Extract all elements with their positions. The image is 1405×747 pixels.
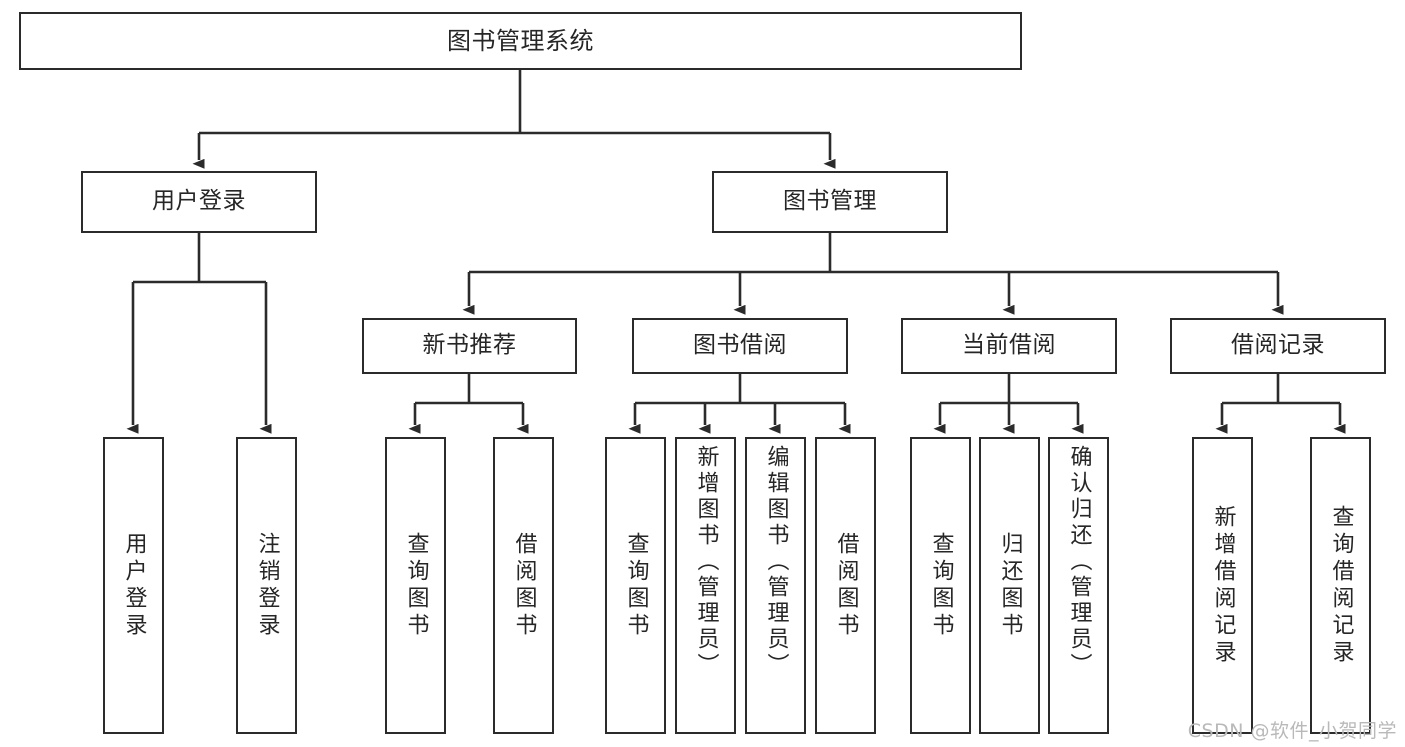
node-label: 查询图书 <box>623 531 649 640</box>
node-label: 图书管理系统 <box>447 26 594 55</box>
leaf-newbook-query-book[interactable]: 查询图书 <box>385 437 446 734</box>
node-user-login[interactable]: 用户登录 <box>81 171 317 233</box>
leaf-borrow-edit-book-admin[interactable]: 编辑图书（管理员） <box>745 437 806 734</box>
leaf-logout[interactable]: 注销登录 <box>236 437 297 734</box>
leaf-user-login[interactable]: 用户登录 <box>103 437 164 734</box>
leaf-borrow-add-book-admin[interactable]: 新增图书（管理员） <box>675 437 736 734</box>
leaf-borrow-borrow-book[interactable]: 借阅图书 <box>815 437 876 734</box>
node-new-book-recommend[interactable]: 新书推荐 <box>362 318 577 374</box>
csdn-watermark: CSDN @软件_小贺同学 <box>1187 720 1397 742</box>
leaf-record-add-record[interactable]: 新增借阅记录 <box>1192 437 1253 734</box>
leaf-current-query-book[interactable]: 查询图书 <box>910 437 971 734</box>
node-book-management-system[interactable]: 图书管理系统 <box>19 12 1022 70</box>
node-label: 当前借阅 <box>962 332 1056 359</box>
node-label: 查询借阅记录 <box>1328 504 1354 667</box>
node-label: 借阅记录 <box>1231 332 1325 359</box>
leaf-current-confirm-return-admin[interactable]: 确认归还（管理员） <box>1048 437 1109 734</box>
leaf-record-query-record[interactable]: 查询借阅记录 <box>1310 437 1371 734</box>
node-label: 用户登录 <box>152 188 246 215</box>
node-label: 用户登录 <box>121 531 147 640</box>
node-label: 新增借阅记录 <box>1210 504 1236 667</box>
node-label: 确认归还（管理员） <box>1066 445 1092 679</box>
node-label: 借阅图书 <box>833 531 859 640</box>
node-current-borrow[interactable]: 当前借阅 <box>901 318 1117 374</box>
node-label: 新增图书（管理员） <box>693 445 719 679</box>
node-borrow-record[interactable]: 借阅记录 <box>1170 318 1386 374</box>
node-label: 编辑图书（管理员） <box>763 445 789 679</box>
node-label: 新书推荐 <box>422 332 517 359</box>
node-label: 图书管理 <box>783 188 877 215</box>
node-label: 查询图书 <box>928 531 954 640</box>
node-label: 借阅图书 <box>511 531 537 640</box>
node-label: 图书借阅 <box>693 332 787 359</box>
node-label: 查询图书 <box>403 531 429 640</box>
leaf-current-return-book[interactable]: 归还图书 <box>979 437 1040 734</box>
node-book-borrow[interactable]: 图书借阅 <box>632 318 848 374</box>
node-label: 注销登录 <box>254 531 280 640</box>
node-label: 归还图书 <box>997 531 1023 640</box>
leaf-borrow-query-book[interactable]: 查询图书 <box>605 437 666 734</box>
node-book-management[interactable]: 图书管理 <box>712 171 948 233</box>
leaf-newbook-borrow-book[interactable]: 借阅图书 <box>493 437 554 734</box>
